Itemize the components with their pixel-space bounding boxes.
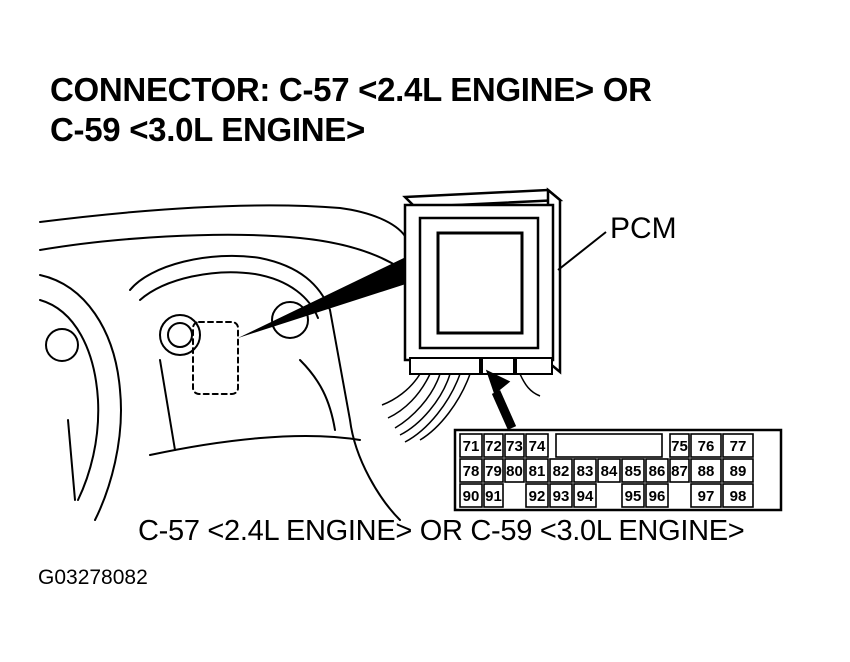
pin-label: 71 xyxy=(463,438,480,455)
right-vent xyxy=(271,301,309,339)
left-vent-inner xyxy=(167,322,193,348)
steering-wheel-rim xyxy=(39,274,122,521)
pin-label: 92 xyxy=(529,488,546,505)
pin-label: 79 xyxy=(485,463,502,480)
dash-lower-line xyxy=(149,434,361,456)
pin-cell xyxy=(459,458,483,483)
pin-label: 81 xyxy=(529,463,546,480)
pin-cell xyxy=(722,433,754,458)
pin-cell xyxy=(722,483,754,508)
pin-label: 89 xyxy=(730,463,747,480)
pin-label: 83 xyxy=(577,463,594,480)
pcm-pointer-wedge xyxy=(238,255,412,338)
pin-cell xyxy=(690,433,722,458)
pin-label: 85 xyxy=(625,463,642,480)
pin-label: 93 xyxy=(553,488,570,505)
pin-cell xyxy=(549,483,573,508)
left-vent xyxy=(159,314,201,356)
pin-cell xyxy=(459,433,483,458)
pin-cell xyxy=(525,433,549,458)
pin-cell xyxy=(573,483,597,508)
pin-label: 94 xyxy=(577,488,594,505)
pin-cell xyxy=(722,458,754,483)
pin-cell xyxy=(597,458,621,483)
pin-label: 97 xyxy=(698,488,715,505)
pin-cell xyxy=(483,458,504,483)
dash-right-edge xyxy=(329,309,401,521)
pin-label: 96 xyxy=(649,488,666,505)
pin-cell xyxy=(459,483,483,508)
instrument-hood xyxy=(129,254,331,311)
pin-label: 72 xyxy=(485,438,502,455)
center-stack-left xyxy=(159,359,176,451)
connector-key-block xyxy=(555,433,663,458)
pin-label: 90 xyxy=(463,488,480,505)
steering-wheel-inner xyxy=(39,299,100,501)
pin-cell xyxy=(645,458,669,483)
pin-label: 95 xyxy=(625,488,642,505)
pin-cell xyxy=(504,433,525,458)
pin-cell xyxy=(621,483,645,508)
pin-cell xyxy=(669,433,690,458)
glovebox-line xyxy=(299,359,336,431)
pin-label: 98 xyxy=(730,488,747,505)
pcm-label: PCM xyxy=(610,212,677,245)
wire-harness xyxy=(381,373,541,443)
diagram-title: CONNECTOR: C-57 <2.4L ENGINE> OR C-59 <3… xyxy=(50,70,652,150)
figure-id: G03278082 xyxy=(38,566,148,589)
pin-cell xyxy=(669,458,690,483)
pin-label: 91 xyxy=(485,488,502,505)
pin-cell xyxy=(690,483,722,508)
pin-label: 86 xyxy=(649,463,666,480)
pin-label: 80 xyxy=(506,463,523,480)
pcm-location-dashed xyxy=(192,321,239,395)
instrument-hood-inner xyxy=(139,271,319,319)
pin-label: 88 xyxy=(698,463,715,480)
pin-cell xyxy=(549,458,573,483)
title-line-2: C-59 <3.0L ENGINE> xyxy=(50,111,365,148)
pcm-leader-line xyxy=(557,231,607,271)
pin-label: 74 xyxy=(529,438,546,455)
pin-label: 77 xyxy=(730,438,747,455)
pin-cell xyxy=(483,433,504,458)
pin-label: 84 xyxy=(601,463,618,480)
dashboard-top-edge xyxy=(39,204,406,237)
column-line xyxy=(67,419,76,501)
pin-label: 73 xyxy=(506,438,523,455)
connector-arrow xyxy=(485,369,517,430)
pin-label: 75 xyxy=(671,438,688,455)
pin-cell xyxy=(645,483,669,508)
pin-cell xyxy=(483,483,504,508)
pin-label: 87 xyxy=(671,463,688,480)
pin-label: 82 xyxy=(553,463,570,480)
dashboard-upper-line xyxy=(39,233,401,269)
pin-cell xyxy=(573,458,597,483)
connector-caption: C-57 <2.4L ENGINE> OR C-59 <3.0L ENGINE> xyxy=(138,515,745,547)
pin-cell xyxy=(525,458,549,483)
pin-label: 78 xyxy=(463,463,480,480)
pin-cell xyxy=(690,458,722,483)
pcm-connectors xyxy=(409,357,553,375)
pin-label: 76 xyxy=(698,438,715,455)
pin-cell xyxy=(621,458,645,483)
title-line-1: CONNECTOR: C-57 <2.4L ENGINE> OR xyxy=(50,71,652,108)
pcm-unit xyxy=(402,187,564,375)
pin-cell xyxy=(504,458,525,483)
side-vent xyxy=(45,328,79,362)
pin-cell xyxy=(525,483,549,508)
